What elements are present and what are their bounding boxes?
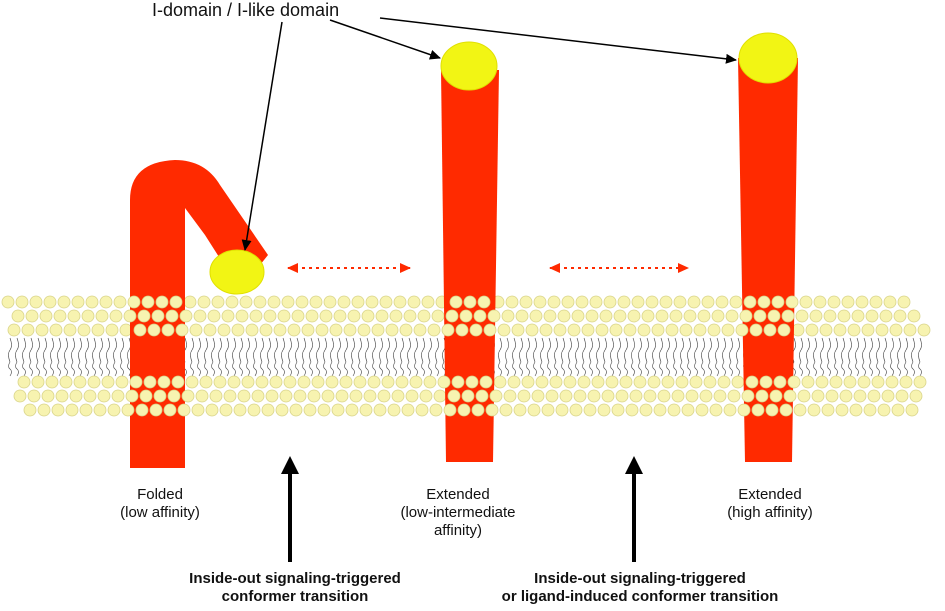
extended-integrin-high-affinity — [738, 32, 798, 462]
i-domain-extended-1 — [440, 41, 498, 91]
extended-integrin-low-intermediate — [440, 41, 499, 462]
folded-integrin — [130, 160, 268, 468]
i-domain-extended-2 — [738, 32, 798, 84]
transition-label-2: Inside-out signaling-triggered or ligand… — [501, 570, 779, 605]
label-pointers — [241, 17, 737, 251]
domain-label: I-domain / I-like domain — [152, 0, 340, 20]
transition-label-1: Inside-out signaling-triggered conformer… — [189, 570, 401, 605]
i-domain-folded — [209, 249, 265, 295]
state-label-extended-high: Extended (high affinity) — [727, 486, 813, 521]
state-label-folded: Folded (low affinity) — [120, 486, 200, 521]
state-label-extended-low: Extended (low-intermediate affinity) — [400, 486, 516, 539]
